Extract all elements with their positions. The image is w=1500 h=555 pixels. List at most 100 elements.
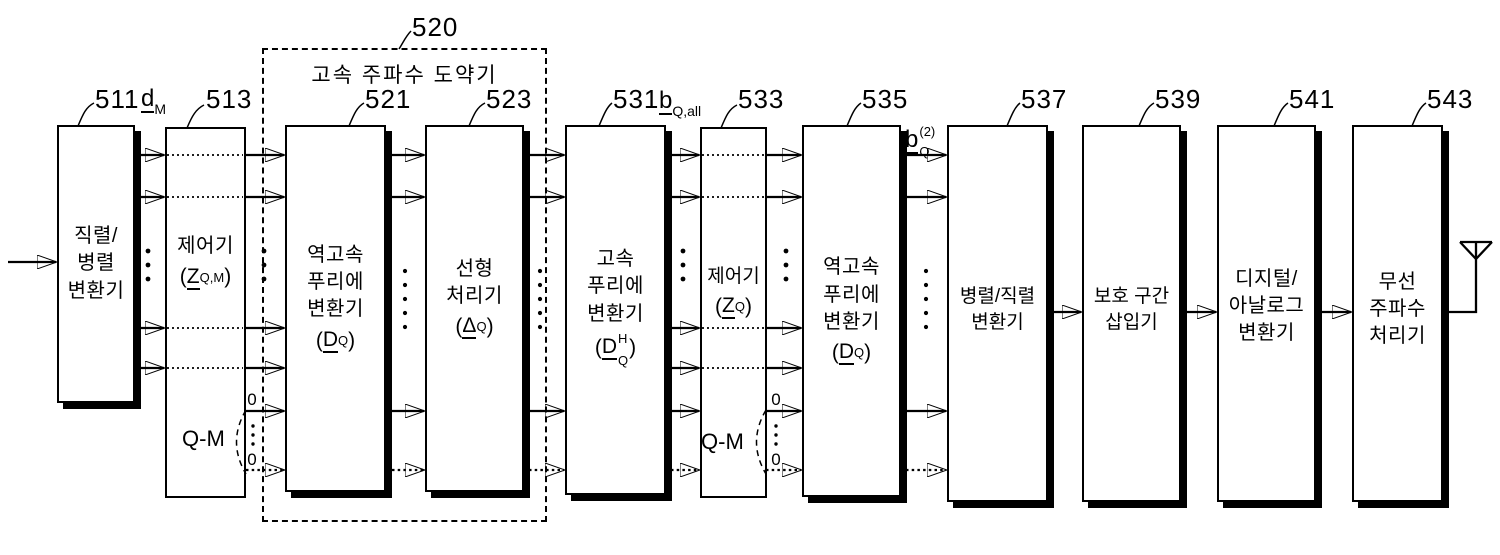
block-linear-processor: 선형 처리기 (ΔQ) xyxy=(425,125,524,492)
symbol-base: b xyxy=(905,127,918,154)
symbol-sub: Q xyxy=(618,354,628,367)
zero-value: 0 xyxy=(768,451,784,468)
symbol-sub: Q xyxy=(854,344,864,362)
ref-543: 543 xyxy=(1427,84,1473,115)
signal-label-bq2: b(2) Q xyxy=(905,124,936,157)
block-label-line: 처리기 xyxy=(1369,323,1426,350)
paren: ( xyxy=(832,339,839,368)
block-label-line: 삽입기 xyxy=(1105,310,1157,336)
symbol-sub: M xyxy=(154,101,166,117)
block-guard-interval-inserter: 보호 구간 삽입기 xyxy=(1082,125,1181,502)
block-label-line: 아날로그 xyxy=(1229,293,1305,320)
symbol-sub: Q xyxy=(476,318,486,336)
block-label-line: 병렬 xyxy=(77,250,115,277)
paren: ( xyxy=(180,263,187,292)
ref-521: 521 xyxy=(365,84,411,115)
block-label-line: 선형 xyxy=(456,256,494,283)
symbol-sup: (2) xyxy=(919,125,935,138)
symbol-supsub: (2) Q xyxy=(919,125,935,158)
paren: ( xyxy=(595,334,602,363)
block-label-line: 푸리에 xyxy=(307,269,364,296)
block-ifft-2: 역고속 푸리에 변환기 (DQ) xyxy=(802,125,901,497)
paren: ( xyxy=(455,313,462,342)
block-label-line: 처리기 xyxy=(446,283,503,310)
symbol-sub: Q xyxy=(338,332,348,350)
paren: ) xyxy=(745,293,752,322)
antenna-icon xyxy=(1448,242,1492,312)
block-label-line: 푸리에 xyxy=(587,273,644,300)
block-label-line: 역고속 xyxy=(307,242,364,269)
zero-value: 0 xyxy=(244,451,260,468)
symbol-base: d xyxy=(141,86,154,113)
block-label-line: 무선 xyxy=(1379,269,1417,296)
block-label-line: 고속 xyxy=(597,246,635,273)
block-serial-parallel-converter: 직렬/ 병렬 변환기 xyxy=(57,125,135,403)
ref-520: 520 xyxy=(412,12,458,43)
block-symbol: (DQ) xyxy=(316,327,355,356)
block-label-line: 변환기 xyxy=(823,309,880,336)
block-label-line: 디지털/ xyxy=(1235,266,1298,293)
block-label-line: 병렬/직렬 xyxy=(960,284,1035,310)
ref-523: 523 xyxy=(486,84,532,115)
block-symbol: (ZQ,M) xyxy=(180,263,231,292)
symbol-base: D xyxy=(323,329,338,353)
block-label-line: 변환기 xyxy=(68,278,125,305)
block-label-line: 직렬/ xyxy=(74,223,118,250)
symbol-base: b xyxy=(659,88,672,115)
paren: ) xyxy=(224,263,231,292)
block-digital-analog-converter: 디지털/ 아날로그 변환기 xyxy=(1217,125,1316,502)
symbol-sub: Q xyxy=(735,298,745,316)
block-parallel-serial-converter: 병렬/직렬 변환기 xyxy=(947,125,1048,502)
block-label-line: 보호 구간 xyxy=(1094,284,1169,310)
block-label-line: 변환기 xyxy=(307,296,364,323)
zero-pad-label: Q-M xyxy=(701,429,744,455)
block-symbol: (ΔQ) xyxy=(455,313,493,342)
ref-535: 535 xyxy=(862,84,908,115)
block-label-line: 제어기 xyxy=(707,264,759,290)
ref-539: 539 xyxy=(1155,84,1201,115)
block-symbol: (DQ) xyxy=(832,339,871,368)
symbol-base: Δ xyxy=(462,315,476,339)
signal-label-dm: dM xyxy=(141,86,166,113)
block-symbol: (ZQ) xyxy=(715,293,752,322)
block-label-line: 변환기 xyxy=(587,301,644,328)
paren: ) xyxy=(348,327,355,356)
block-label-line: 푸리에 xyxy=(823,282,880,309)
paren: ) xyxy=(487,313,494,342)
bus-arrows-531-to-533 xyxy=(671,155,699,470)
block-fft: 고속 푸리에 변환기 (DHQ) xyxy=(565,125,666,495)
symbol-base: Z xyxy=(187,266,200,290)
block-label-line: 변환기 xyxy=(971,310,1023,336)
paren: ( xyxy=(715,293,722,322)
symbol-base: Z xyxy=(722,295,735,319)
block-rf-processor: 무선 주파수 처리기 xyxy=(1352,125,1443,502)
symbol-sup: H xyxy=(618,332,627,345)
block-label-line: 제어기 xyxy=(177,233,234,260)
paren: ) xyxy=(864,339,871,368)
ref-531: 531 xyxy=(613,84,659,115)
ref-513: 513 xyxy=(206,84,252,115)
bus-arrows-533-to-535 xyxy=(766,155,801,470)
zero-value: 0 xyxy=(768,391,784,408)
ref-541: 541 xyxy=(1289,84,1335,115)
block-label-line: 변환기 xyxy=(1238,320,1295,347)
ref-537: 537 xyxy=(1021,84,1067,115)
paren: ( xyxy=(316,327,323,356)
block-label-line: 주파수 xyxy=(1369,296,1426,323)
symbol-base: D xyxy=(602,336,617,360)
zero-value: 0 xyxy=(244,391,260,408)
block-ifft: 역고속 푸리에 변환기 (DQ) xyxy=(285,125,386,492)
symbol-base: D xyxy=(839,341,854,365)
block-symbol: (DHQ) xyxy=(595,331,636,366)
symbol-sub: Q xyxy=(919,145,929,158)
bus-arrows-535-to-537 xyxy=(906,155,946,470)
zero-pad-label: Q-M xyxy=(182,426,225,452)
paren: ) xyxy=(629,334,636,363)
symbol-sub: Q,M xyxy=(200,269,225,287)
signal-label-bqall: bQ,all xyxy=(659,88,701,115)
bus-arrows-511-to-513 xyxy=(140,155,164,368)
ref-511: 511 xyxy=(95,84,139,115)
symbol-sub: Q,all xyxy=(672,103,701,119)
block-label-line: 역고속 xyxy=(823,254,880,281)
